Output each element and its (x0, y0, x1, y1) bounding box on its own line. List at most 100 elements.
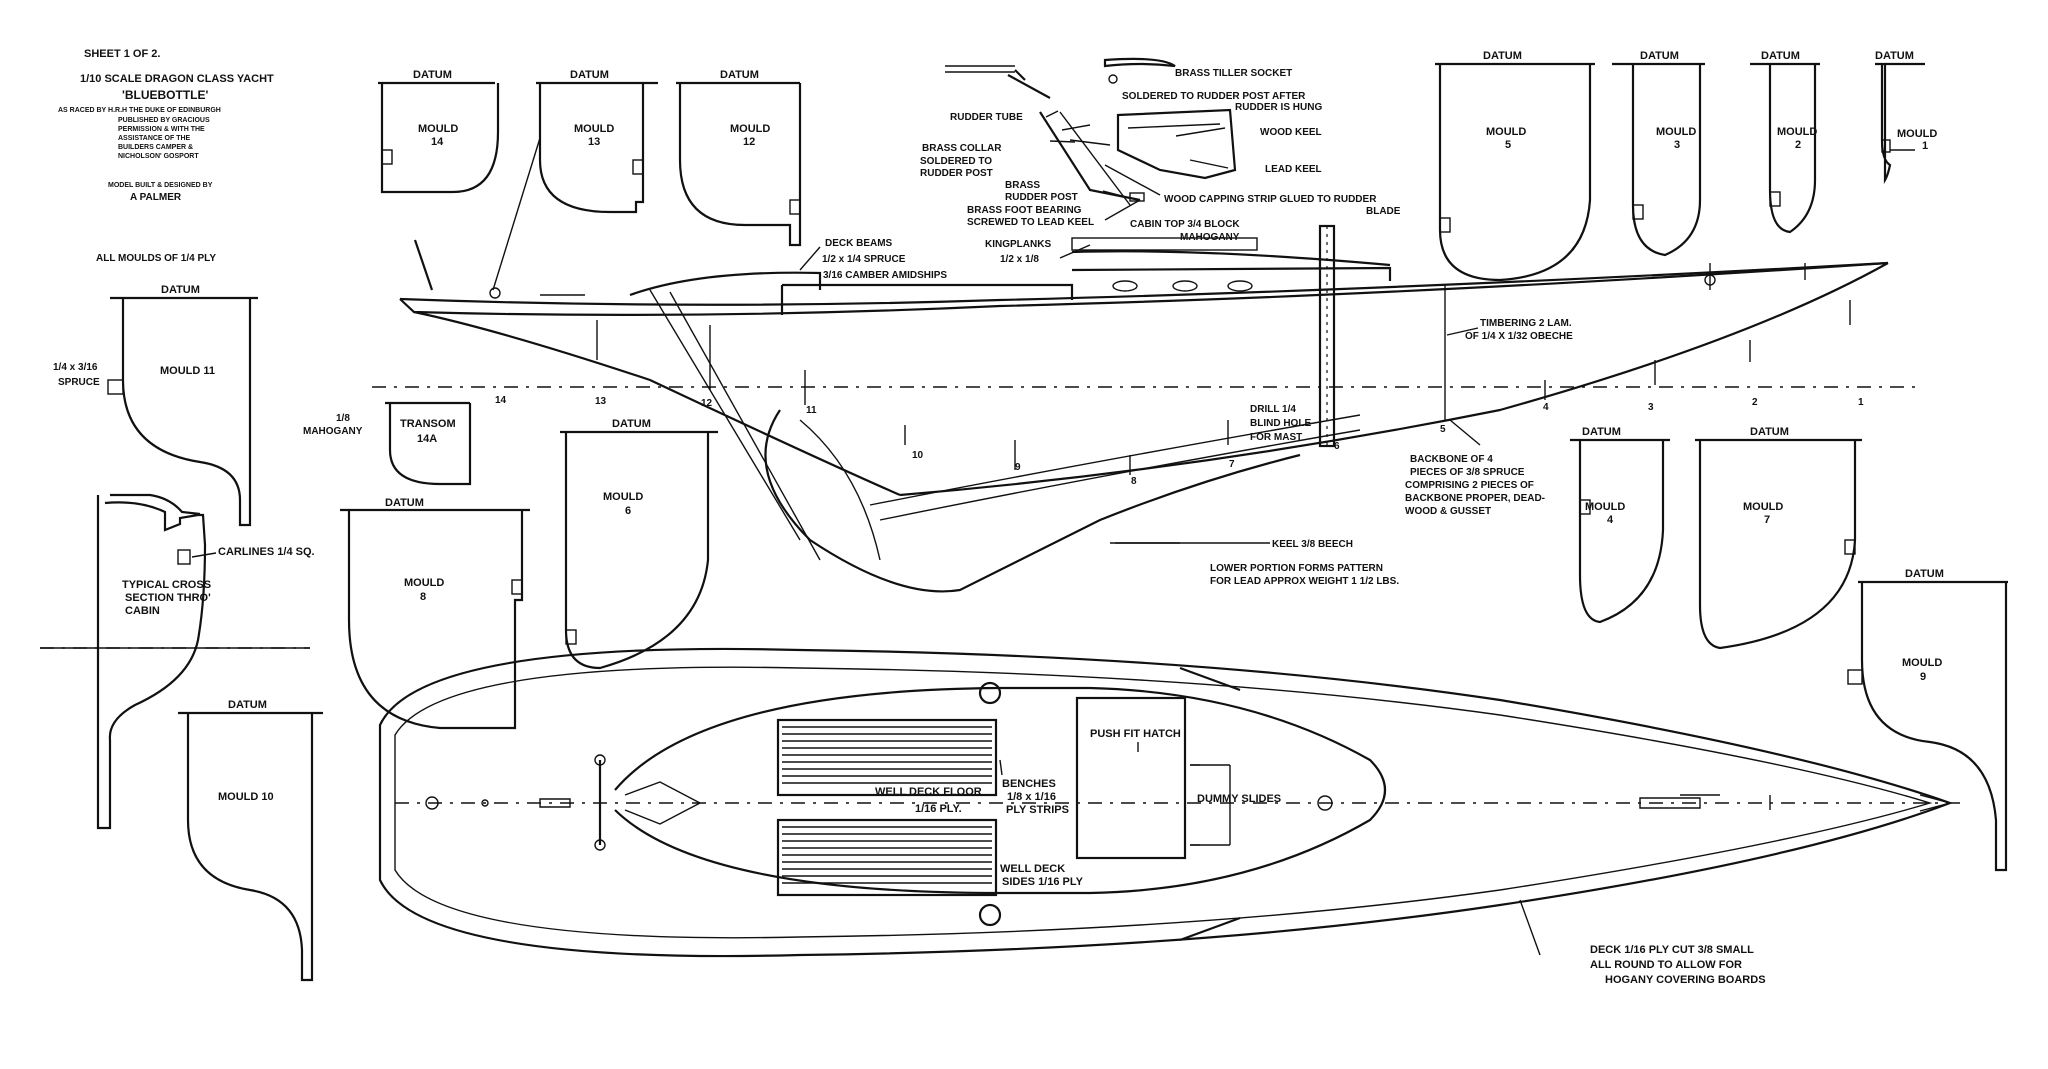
timbering-label-2: OF 1/4 X 1/32 OBECHE (1465, 331, 1573, 342)
benches-label-3: PLY STRIPS (1006, 804, 1069, 816)
mould-3: DATUM MOULD 3 (1612, 50, 1705, 257)
datum-label: DATUM (1750, 426, 1789, 438)
mould-number: 8 (420, 591, 426, 603)
designer-label: MODEL BUILT & DESIGNED BY (108, 182, 213, 189)
published-line-1: PUBLISHED BY GRACIOUS (118, 117, 210, 124)
station-numbers: 14 13 12 11 10 9 8 7 6 5 4 3 2 1 (495, 395, 1864, 487)
deck-ply-label-1: DECK 1/16 PLY CUT 3/8 SMALL (1590, 944, 1754, 956)
published-line-4: BUILDERS CAMPER & (118, 144, 193, 151)
mould-number: 12 (743, 136, 755, 148)
mould-number: 7 (1764, 514, 1770, 526)
well-deck-ply-label: 1/16 PLY. (915, 803, 962, 815)
deck-ply-label-3: HOGANY COVERING BOARDS (1605, 974, 1766, 986)
datum-label: DATUM (1483, 50, 1522, 62)
published-line-5: NICHOLSON' GOSPORT (118, 153, 199, 160)
mould-number: 5 (1505, 139, 1511, 151)
brass-collar-label-3: RUDDER POST (920, 168, 993, 179)
datum-label: DATUM (1582, 426, 1621, 438)
dummy-slides-label: DUMMY SLIDES (1197, 793, 1281, 805)
station-4: 4 (1543, 402, 1549, 413)
mould-label: MOULD (730, 123, 770, 135)
mould-14: DATUM MOULD 14 (378, 69, 500, 194)
deck-beams-label-1: DECK BEAMS (825, 238, 893, 249)
well-deck-sides-label-1: WELL DECK (1000, 863, 1065, 875)
rudder-post-label-2: RUDDER POST (1005, 192, 1078, 203)
mould-number: 1 (1922, 140, 1928, 152)
datum-label: DATUM (1875, 50, 1914, 62)
mould-5: DATUM MOULD 5 (1435, 50, 1595, 282)
station-14: 14 (495, 395, 507, 406)
spruce-label: SPRUCE (58, 377, 100, 388)
datum-label: DATUM (1761, 50, 1800, 62)
mould-11: DATUM MOULD 11 1/4 x 3/16 SPRUCE (53, 284, 258, 527)
mould-8: DATUM MOULD 8 (340, 497, 530, 730)
datum-label: DATUM (413, 69, 452, 81)
mould-number: 9 (1920, 671, 1926, 683)
raced-by-line: AS RACED BY H.R.H THE DUKE OF EDINBURGH (58, 107, 221, 114)
backbone-label-2: PIECES OF 3/8 SPRUCE (1410, 467, 1525, 478)
station-1: 1 (1858, 397, 1864, 408)
mould-number: 13 (588, 136, 600, 148)
datum-label: DATUM (570, 69, 609, 81)
mould-label: MOULD (418, 123, 458, 135)
deck-plan (378, 647, 1960, 958)
cabin-top-label-2: MAHOGANY (1180, 232, 1240, 243)
yacht-name: 'BLUEBOTTLE' (122, 88, 209, 102)
datum-label: DATUM (385, 497, 424, 509)
transom-label: TRANSOM (400, 418, 456, 430)
foot-bearing-label-2: SCREWED TO LEAD KEEL (967, 217, 1094, 228)
capping-strip-label-2: BLADE (1366, 206, 1401, 217)
backbone-label-5: WOOD & GUSSET (1405, 506, 1491, 517)
backbone-label-4: BACKBONE PROPER, DEAD- (1405, 493, 1545, 504)
transom-number: 14A (417, 433, 437, 445)
mould-label: MOULD (1743, 501, 1783, 513)
datum-label: DATUM (612, 418, 651, 430)
backbone-label-3: COMPRISING 2 PIECES OF (1405, 480, 1534, 491)
deck-plan-annotations: PUSH FIT HATCH WELL DECK FLOOR 1/16 PLY.… (875, 728, 1766, 986)
mould-label: MOULD (603, 491, 643, 503)
datum-label: DATUM (161, 284, 200, 296)
mahogany-size: 1/8 (336, 413, 350, 424)
mould-label: MOULD (1486, 126, 1526, 138)
station-10: 10 (912, 450, 924, 461)
cabin-cross-section: CARLINES 1/4 SQ. TYPICAL CROSS SECTION T… (40, 493, 315, 830)
mould-label: MOULD (1656, 126, 1696, 138)
mould-label: MOULD 10 (218, 791, 274, 803)
station-8: 8 (1131, 476, 1137, 487)
rudder-tube-label: RUDDER TUBE (950, 112, 1023, 123)
station-2: 2 (1752, 397, 1758, 408)
drill-label-2: BLIND HOLE (1250, 418, 1311, 429)
mould-6: DATUM MOULD 6 (560, 418, 718, 670)
drill-label-3: FOR MAST (1250, 432, 1302, 443)
mould-number: 4 (1607, 514, 1614, 526)
mould-label: MOULD (404, 577, 444, 589)
sheet-number: SHEET 1 OF 2. (84, 48, 160, 60)
cabin-top-label-1: CABIN TOP 3/4 BLOCK (1130, 219, 1240, 230)
deck-ply-label-2: ALL ROUND TO ALLOW FOR (1590, 959, 1742, 971)
station-9: 9 (1015, 462, 1021, 473)
rudder-detail: BRASS TILLER SOCKET SOLDERED TO RUDDER P… (920, 57, 1401, 228)
keel-label-3: FOR LEAD APPROX WEIGHT 1 1/2 LBS. (1210, 576, 1399, 587)
mould-7: DATUM MOULD 7 (1695, 426, 1862, 650)
carlines-label: CARLINES 1/4 SQ. (218, 546, 315, 558)
mould-number: 6 (625, 505, 631, 517)
mould-9: DATUM MOULD 9 (1847, 568, 2008, 872)
datum-label: DATUM (1640, 50, 1679, 62)
transom-14a: TRANSOM 14A 1/8 MAHOGANY (303, 401, 472, 486)
datum-label: DATUM (720, 69, 759, 81)
station-5: 5 (1440, 424, 1446, 435)
station-13: 13 (595, 396, 607, 407)
hatch-label: PUSH FIT HATCH (1090, 728, 1181, 740)
designer-name: A PALMER (130, 192, 182, 203)
scale-title: 1/10 SCALE DRAGON CLASS YACHT (80, 73, 274, 85)
mould-number: 2 (1795, 139, 1801, 151)
kingplanks-label-1: KINGPLANKS (985, 239, 1051, 250)
station-6: 6 (1334, 441, 1340, 452)
station-7: 7 (1229, 459, 1235, 470)
kingplanks-label-2: 1/2 x 1/8 (1000, 254, 1039, 265)
soldered-label-2: RUDDER IS HUNG (1235, 102, 1322, 113)
drill-label-1: DRILL 1/4 (1250, 404, 1296, 415)
cross-section-label-2: SECTION THRO' (125, 592, 211, 604)
moulds-note: ALL MOULDS OF 1/4 PLY (96, 253, 216, 264)
